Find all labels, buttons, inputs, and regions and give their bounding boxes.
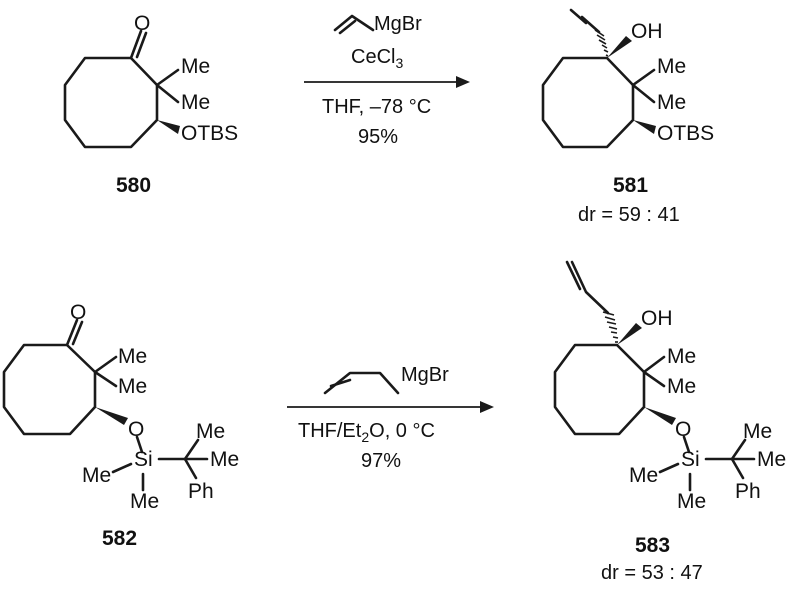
compound-583: OH Me Me O Si Me Me Me Me Ph 583 dr = 53…	[553, 260, 786, 584]
ring-bonds-580	[63, 56, 159, 149]
phenyl-label-583: Ph	[735, 480, 761, 503]
methyl-label-580-upper: Me	[181, 55, 210, 78]
reagent-mgbr-2: MgBr	[401, 364, 449, 386]
wedge-o-582	[95, 407, 128, 425]
allyl-double-583	[565, 260, 582, 291]
cecl-subscript: 3	[395, 55, 403, 71]
me-bond-580-upper	[155, 68, 180, 87]
oh-label-581: OH	[631, 20, 663, 43]
methyl-label-581-lower: Me	[657, 91, 686, 114]
methyl-label-582-si-bottom: Me	[130, 490, 159, 513]
compound-number-580: 580	[116, 174, 151, 197]
wedge-oh-583	[617, 323, 642, 345]
wedge-oh-581	[607, 36, 632, 58]
silicon-582: Si	[134, 448, 153, 471]
reaction-2-conditions: MgBr THF/Et2O, 0 °C 97%	[287, 364, 494, 472]
methyl-label-583-cq-top: Me	[743, 420, 772, 443]
me-bond-582-upper	[93, 355, 118, 374]
cq-me-top-bond-583	[730, 438, 747, 461]
methyl-label-582-cq-right: Me	[210, 448, 239, 471]
si-me-left-bond-583	[658, 462, 680, 474]
dr-581: dr = 59 : 41	[578, 204, 680, 226]
ether-o-582: O	[128, 418, 144, 441]
conditions-1-yield: 95%	[358, 126, 398, 148]
carbonyl-bond-580	[129, 29, 143, 60]
ring-bonds-583	[553, 343, 646, 436]
me-bond-583-lower	[642, 370, 666, 388]
phenyl-label-582: Ph	[188, 480, 214, 503]
compound-582: O Me Me O Si Me Me Me Me Ph 582	[2, 301, 239, 550]
conditions-1-line1: THF, –78 °C	[322, 96, 431, 118]
methyl-label-583-si-left: Me	[629, 464, 658, 487]
methyl-label-582-upper: Me	[118, 345, 147, 368]
ketone-o-582: O	[70, 301, 86, 324]
hash-bond-583	[602, 311, 619, 343]
compound-581: OH Me Me OTBS 581 dr = 59 : 41	[541, 8, 714, 226]
dr-583: dr = 53 : 47	[601, 562, 703, 584]
me-bond-581-upper	[631, 68, 656, 87]
ketone-o-580: O	[134, 12, 150, 35]
cq-ph-bond-582	[183, 457, 198, 480]
cq-ph-bond-583	[730, 457, 745, 480]
wedge-otbs-581	[633, 120, 656, 134]
me-bond-580-lower	[155, 83, 180, 104]
otbs-label-580: OTBS	[181, 122, 238, 145]
silicon-583: Si	[681, 448, 700, 471]
ether-o-583: O	[675, 418, 691, 441]
methyl-label-582-si-left: Me	[82, 464, 111, 487]
conditions-2-line1: THF/Et2O, 0 °C	[298, 420, 435, 445]
o-si-bond-583	[682, 435, 691, 454]
vinyl-double-581	[569, 8, 588, 25]
methyl-label-583-cq-right: Me	[757, 448, 786, 471]
reaction-arrow-2-head	[480, 401, 494, 413]
o-si-bond-582	[135, 435, 144, 454]
reaction-arrow-1-head	[456, 76, 470, 88]
conditions-2-yield: 97%	[361, 450, 401, 472]
ring-bonds-581	[541, 56, 635, 149]
oh-label-583: OH	[641, 307, 673, 330]
methyl-label-583-lower: Me	[667, 375, 696, 398]
conditions-2-subscript: 2	[361, 429, 369, 445]
wedge-o-583	[644, 407, 676, 425]
vinyl-bond-581	[580, 15, 601, 34]
methyl-label-580-lower: Me	[181, 91, 210, 114]
methyl-label-583-upper: Me	[667, 345, 696, 368]
reagent-mgbr-1: MgBr	[374, 13, 422, 35]
ring-bonds-582	[2, 343, 97, 436]
si-me-left-bond-582	[111, 462, 133, 474]
vinyl-grignard-double	[338, 19, 357, 35]
methyl-label-581-upper: Me	[657, 55, 686, 78]
compound-580: O Me Me OTBS 580	[63, 12, 238, 197]
vinyl-grignard-bonds	[333, 14, 375, 32]
allyl-grignard-bonds	[323, 371, 400, 395]
reaction-1-conditions: MgBr CeCl3 THF, –78 °C 95%	[304, 13, 470, 148]
methyl-label-582-cq-top: Me	[196, 420, 225, 443]
allyl-bonds-583	[570, 260, 610, 315]
wedge-otbs-580	[157, 120, 180, 134]
conditions-2-pre: THF/Et	[298, 420, 362, 442]
me-bond-583-upper	[642, 355, 666, 374]
me-bond-582-lower	[93, 370, 118, 388]
methyl-label-583-si-bottom: Me	[677, 490, 706, 513]
cecl-text: CeCl	[351, 46, 395, 68]
reagent-cecl3: CeCl3	[351, 46, 403, 71]
hash-bond-581	[594, 29, 609, 57]
allyl-grignard-double	[329, 378, 352, 388]
conditions-2-post: O, 0 °C	[369, 420, 435, 442]
carbonyl-bond-580b	[135, 31, 148, 59]
me-bond-581-lower	[631, 83, 656, 104]
cq-me-top-bond-582	[183, 438, 200, 461]
otbs-label-581: OTBS	[657, 122, 714, 145]
carbonyl-bond-582b	[71, 320, 84, 346]
carbonyl-bond-582	[65, 318, 79, 347]
compound-number-581: 581	[613, 174, 648, 197]
compound-number-582: 582	[102, 527, 137, 550]
compound-number-583: 583	[635, 534, 670, 557]
methyl-label-582-lower: Me	[118, 375, 147, 398]
